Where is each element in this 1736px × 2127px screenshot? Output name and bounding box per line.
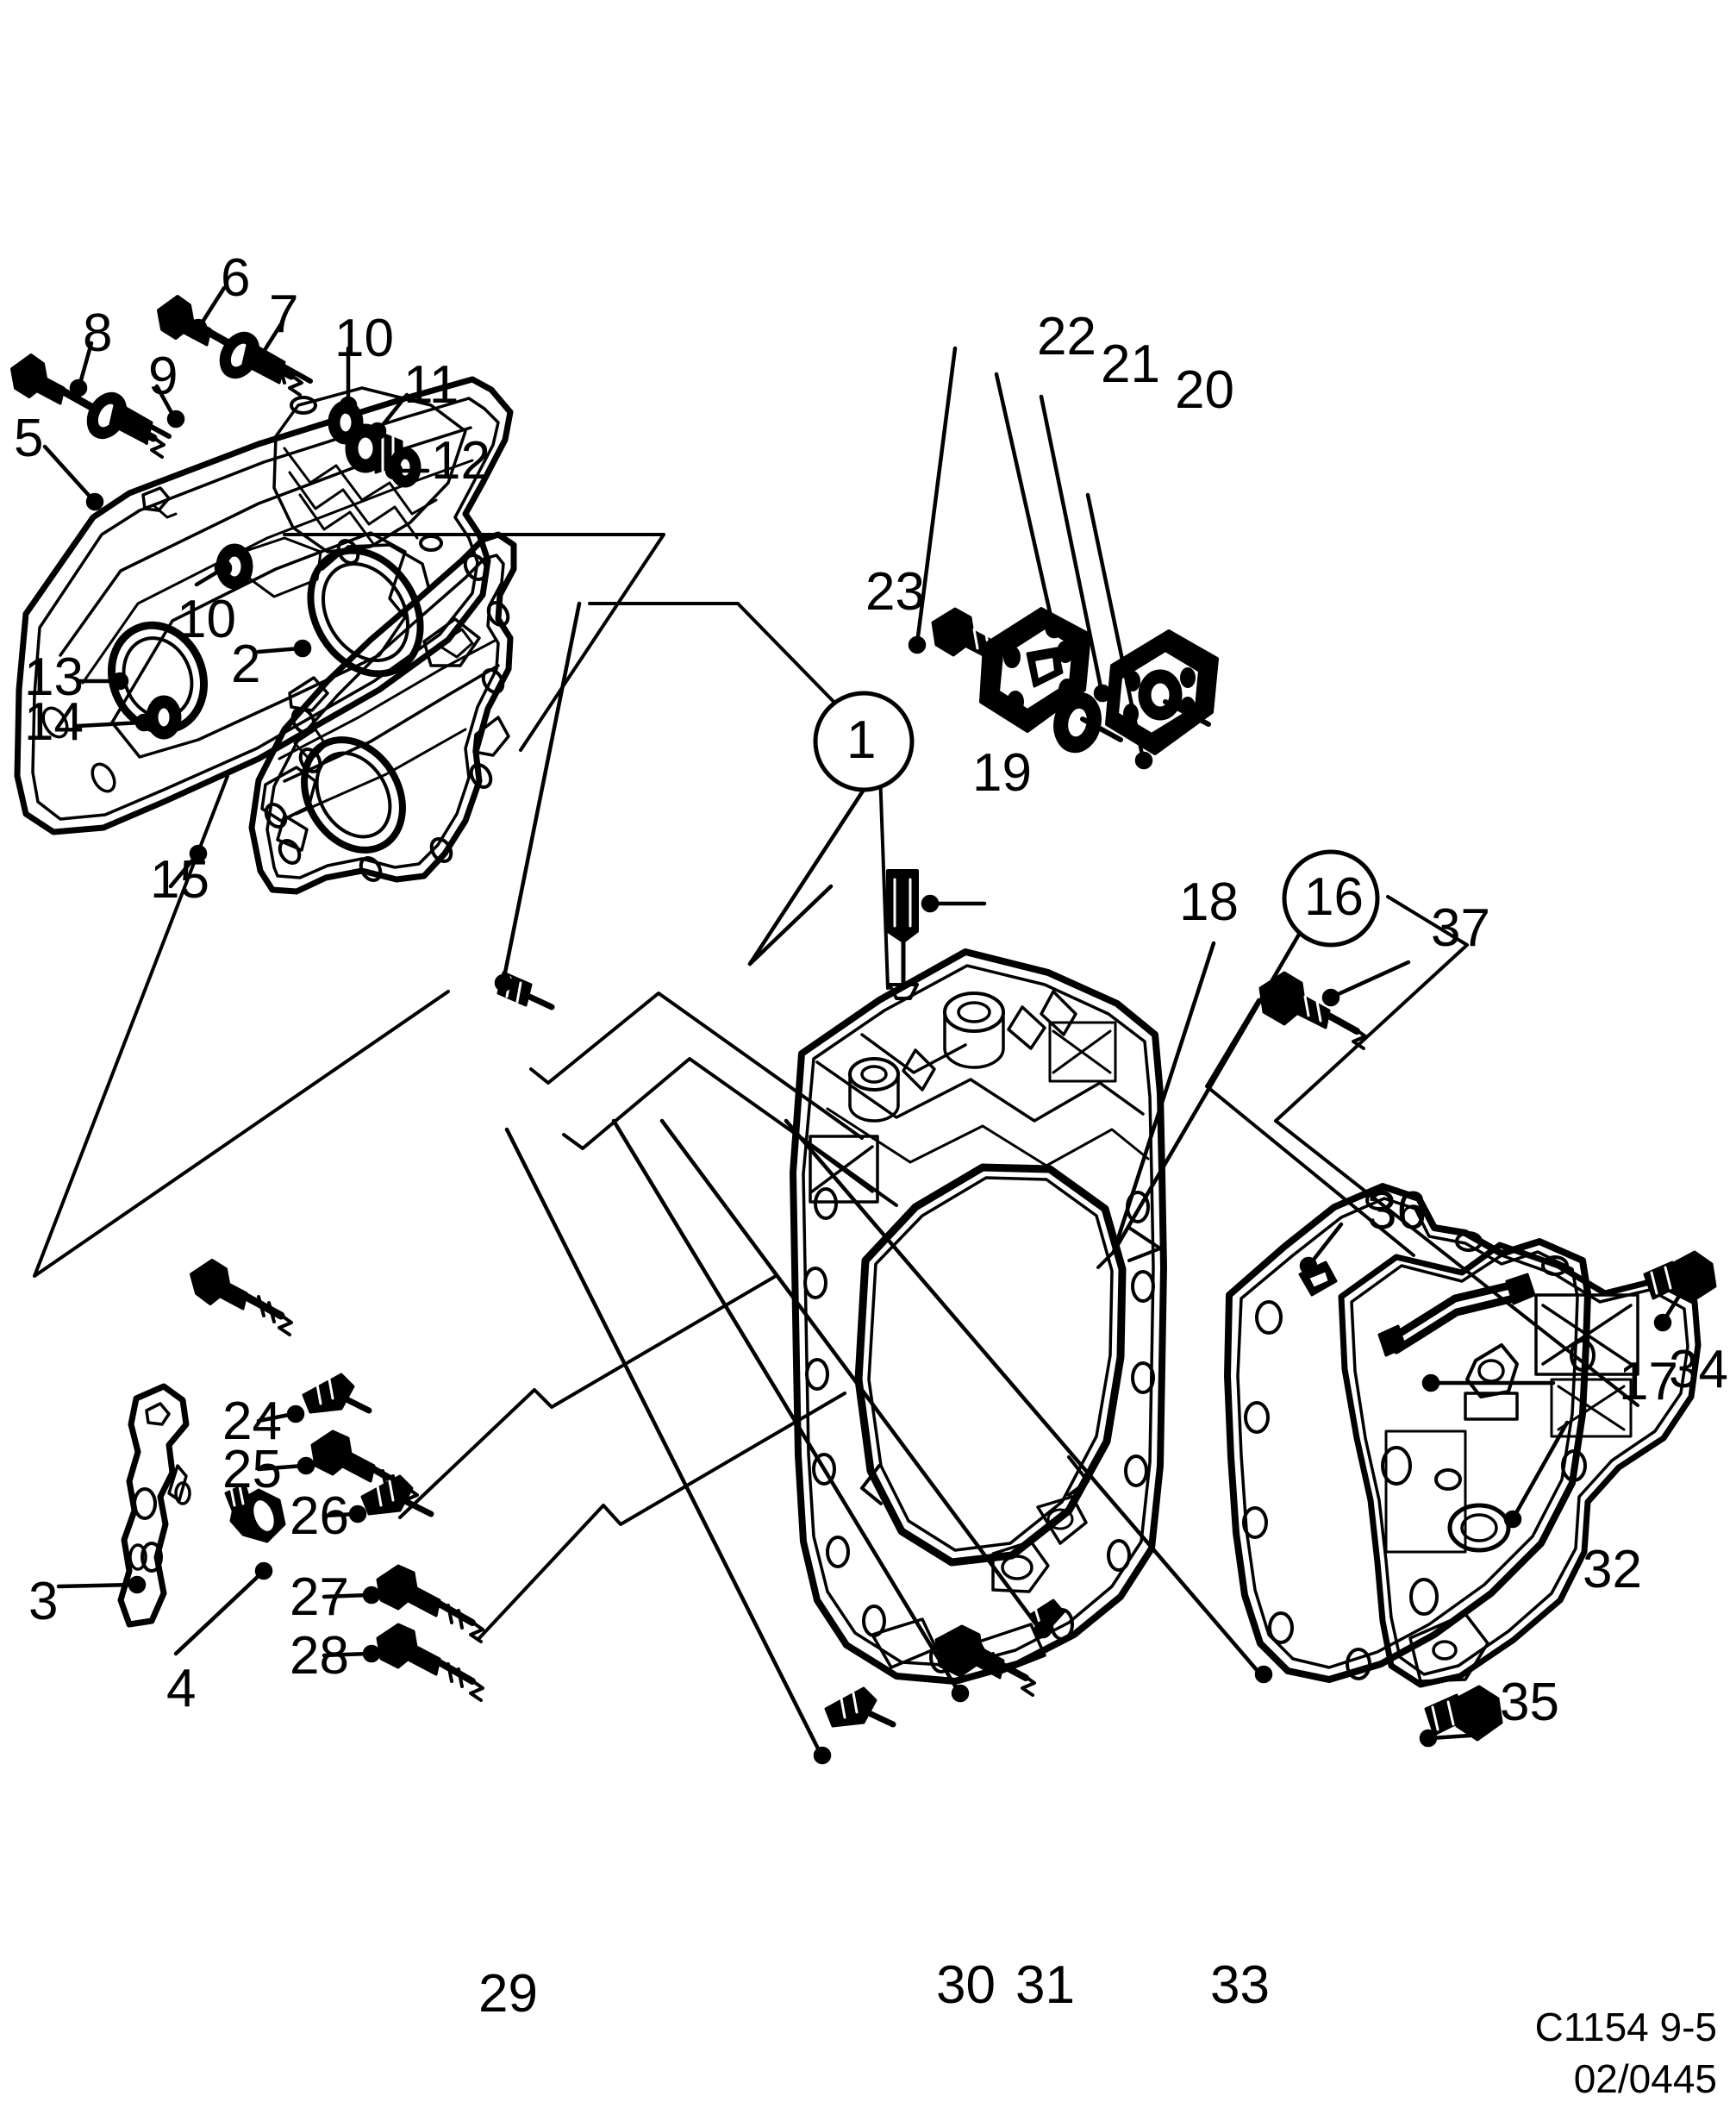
part-3-bracket	[117, 1383, 191, 1628]
callout-36: 36	[1367, 1181, 1427, 1241]
part-33-gasket	[1224, 1183, 1595, 1683]
callout-28: 28	[290, 1626, 349, 1686]
callout-3: 3	[28, 1572, 59, 1631]
part-28-bolt	[376, 1623, 484, 1702]
callout-32: 32	[1583, 1540, 1642, 1599]
callout-7: 7	[269, 285, 299, 344]
assembly-marker-16-circle	[1282, 849, 1380, 948]
part-30-bolt	[934, 1624, 1036, 1697]
callout-18: 18	[1179, 873, 1239, 932]
callout-31: 31	[1015, 1955, 1075, 2015]
part-35-bolt	[1424, 1685, 1503, 1742]
callout-16: 16	[1304, 867, 1364, 927]
drawing-reference-line2: 02/0445	[1573, 2056, 1717, 2102]
callout-13: 13	[24, 647, 84, 707]
callout-37: 37	[1431, 898, 1490, 958]
drawing-reference-line1: C1154 9-5	[1534, 2005, 1717, 2050]
callout-35: 35	[1500, 1673, 1559, 1732]
callout-23: 23	[865, 562, 925, 622]
part-2-timing-cover	[248, 531, 517, 895]
callout-34: 34	[1669, 1340, 1728, 1399]
callout-2: 2	[231, 635, 261, 694]
part-5-cam-cover	[14, 376, 514, 835]
callout-27: 27	[290, 1567, 349, 1627]
part-37-bolt	[1258, 971, 1367, 1050]
part-19-flange-rear	[1105, 629, 1219, 755]
callout-19: 19	[972, 743, 1032, 803]
callout-12: 12	[431, 431, 490, 491]
callout-1: 1	[846, 710, 877, 770]
callout-21: 21	[1101, 335, 1160, 394]
callout-29: 29	[478, 1964, 538, 2024]
callout-6: 6	[221, 248, 251, 308]
part-27-bolt	[376, 1564, 484, 1643]
callout-25: 25	[222, 1440, 282, 1499]
callout-9: 9	[148, 347, 178, 406]
callout-8: 8	[83, 303, 113, 363]
callout-5: 5	[14, 409, 44, 468]
callout-10-lower: 10	[177, 590, 236, 649]
callout-4: 4	[166, 1659, 197, 1718]
callout-10-upper: 10	[334, 309, 394, 368]
callout-14: 14	[24, 692, 84, 752]
part-14-small-seal	[146, 695, 182, 740]
part-26-dowel	[360, 1474, 434, 1517]
callout-33: 33	[1210, 1955, 1270, 2015]
callout-17: 17	[1619, 1352, 1678, 1411]
part-10-washer-lower	[215, 543, 253, 590]
part-34-bolt	[1643, 1250, 1717, 1304]
callout-20: 20	[1175, 360, 1234, 420]
part-24-dowel	[302, 1373, 372, 1414]
callout-26: 26	[290, 1486, 349, 1546]
callout-30: 30	[936, 1955, 996, 2015]
part-20-grommet	[1053, 691, 1123, 754]
part-9-grommet	[86, 391, 172, 445]
part-32-cover-plate	[1338, 1242, 1702, 1688]
part-16-17-front-housing	[790, 948, 1167, 1685]
part-29-dowel	[824, 1686, 896, 1728]
callout-24: 24	[222, 1392, 282, 1451]
callout-11: 11	[403, 355, 459, 415]
callout-15: 15	[150, 850, 209, 910]
part-4-bolt	[224, 1483, 286, 1543]
part-21-flange-front	[979, 607, 1091, 733]
callout-22: 22	[1037, 307, 1096, 366]
part-15-bolt	[190, 1259, 293, 1336]
